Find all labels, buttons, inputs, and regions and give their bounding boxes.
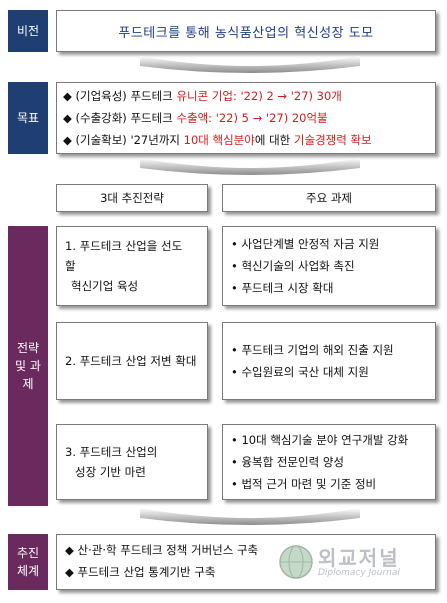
down-arrow-2: [140, 158, 360, 175]
tasks-3: • 10대 핵심기술 분야 연구개발 강화 • 융복합 전문인력 양성 • 법적…: [222, 424, 436, 500]
task-1-3: • 푸드테크 시장 확대: [231, 281, 334, 295]
task-3-3: • 법적 근거 마련 및 기준 정비: [231, 477, 377, 491]
task-3-1: • 10대 핵심기술 분야 연구개발 강화: [231, 433, 409, 447]
system-item-2: ◆ 푸드테크 산업 통계기반 구축: [65, 565, 216, 579]
task-1-2: • 혁신기술의 사업화 촉진: [231, 259, 355, 273]
strategy-2-line-1: 2. 푸드테크 산업 저변 확대: [65, 354, 197, 368]
strategy-1-line-3: 혁신기업 육성: [71, 279, 139, 293]
watermark-subtitle: Diplomacy Journal: [318, 568, 400, 578]
task-3-2: • 융복합 전문인력 양성: [231, 455, 344, 469]
goal-item-1: ◆ (기업육성) 푸드테크 유니콘 기업: '22) 2 → '27) 30개: [63, 89, 342, 103]
strategy-2: 2. 푸드테크 산업 저변 확대: [56, 322, 208, 400]
system-box: ◆ 산·관·학 푸드테크 정책 거버넌스 구축 ◆ 푸드테크 산업 통계기반 구…: [56, 534, 436, 590]
system-label: 추진 체계: [8, 534, 48, 590]
vision-box: 푸드테크를 통해 농식품산업의 혁신성장 도모: [56, 10, 436, 52]
watermark: 외교저널 Diplomacy Journal: [278, 542, 438, 588]
tasks-1: • 사업단계별 안정적 자금 지원 • 혁신기술의 사업화 촉진 • 푸드테크 …: [222, 226, 436, 306]
strategy-1: 1. 푸드테크 산업을 선도 할 혁신기업 육성: [56, 226, 208, 306]
strategy-1-line-2: 할: [65, 259, 76, 273]
watermark-title: 외교저널: [318, 546, 400, 570]
strategy-3-line-2: 성장 기반 마련: [75, 465, 146, 479]
goal-item-2: ◆ (수출강화) 푸드테크 수출액: '22) 5 → '27) 20억불: [63, 111, 328, 125]
system-item-1: ◆ 산·관·학 푸드테크 정책 거버넌스 구축: [65, 543, 259, 557]
task-2-2: • 수입원료의 국산 대체 지원: [231, 365, 369, 379]
globe-logo-icon: [279, 545, 313, 579]
down-arrow-3: [140, 508, 360, 525]
vision-label: 비전: [8, 10, 48, 52]
task-2-1: • 푸드테크 기업의 해외 진출 지원: [231, 343, 394, 357]
tasks-header: 주요 과제: [222, 184, 436, 212]
strategy-header: 3대 추진전략: [56, 184, 208, 212]
goal-box: ◆ (기업육성) 푸드테크 유니콘 기업: '22) 2 → '27) 30개 …: [56, 82, 436, 154]
vision-text: 푸드테크를 통해 농식품산업의 혁신성장 도모: [118, 25, 374, 41]
goal-item-3: ◆ (기술확보) '27년까지 10대 핵심분야에 대한 기술경쟁력 확보: [63, 133, 372, 147]
goal-label: 목표: [8, 82, 48, 154]
tasks-2: • 푸드테크 기업의 해외 진출 지원 • 수입원료의 국산 대체 지원: [222, 322, 436, 400]
down-arrow-1: [140, 56, 360, 73]
strategy-1-line-1: 1. 푸드테크 산업을 선도: [65, 239, 183, 253]
strategy-3: 3. 푸드테크 산업의 성장 기반 마련: [56, 424, 208, 500]
task-1-1: • 사업단계별 안정적 자금 지원: [231, 237, 380, 251]
strategy-label: 전략 및 과 제: [8, 226, 48, 506]
strategy-3-line-1: 3. 푸드테크 산업의: [65, 445, 158, 459]
